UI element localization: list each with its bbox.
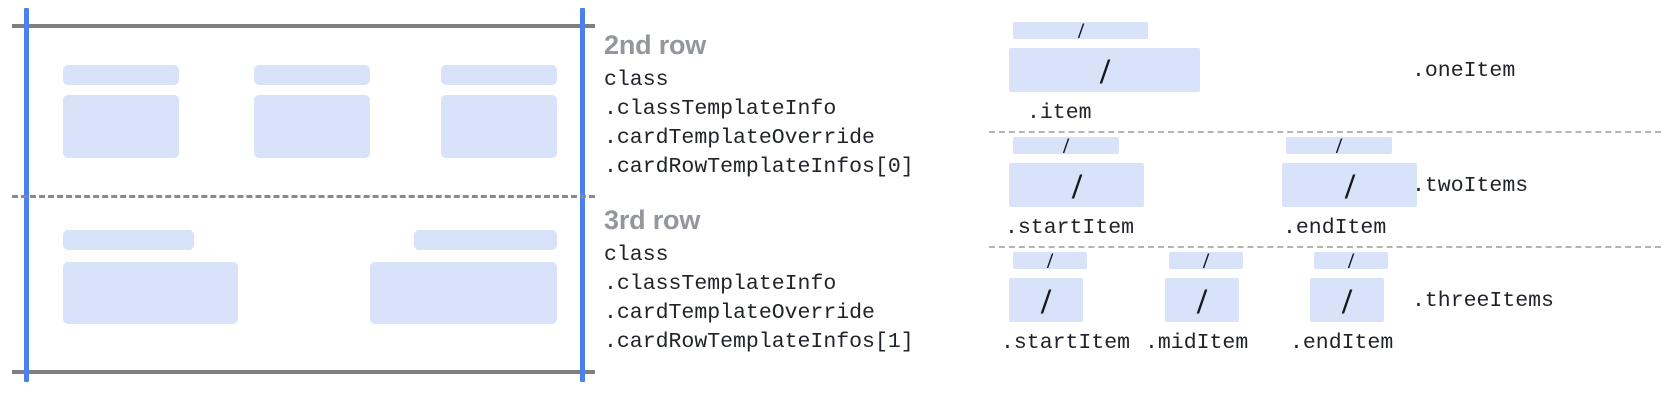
three-items-mid-big-slash: / <box>1196 281 1208 321</box>
item-group-separator-1 <box>989 131 1661 133</box>
three-items-start-big-slash: / <box>1040 281 1052 321</box>
two-items-group: / / .startItem / / .endItem .twoItems <box>985 133 1676 247</box>
third-row-cell2-label-bar <box>414 230 557 250</box>
second-row-cell3-label-bar <box>441 65 557 85</box>
one-item-group-label: .oneItem <box>1412 59 1516 83</box>
row-divider-dashed <box>12 195 595 198</box>
second-row-cell1-content-box <box>63 95 179 158</box>
two-items-end-small-slash: / <box>1335 133 1343 158</box>
one-item-big-chip: / <box>1009 48 1200 92</box>
three-items-end-small-slash: / <box>1347 248 1355 273</box>
second-row-code-line-1: .classTemplateInfo <box>604 97 837 121</box>
annotation-column: 2nd row class .classTemplateInfo .cardTe… <box>604 0 984 412</box>
second-row-title: 2nd row <box>604 30 707 60</box>
third-row-cell2-content-box <box>370 262 557 324</box>
two-items-start-big-slash: / <box>1071 166 1083 206</box>
three-items-end-small-chip: / <box>1314 248 1388 273</box>
second-row-code-line-0: class <box>604 68 669 92</box>
two-items-start-big-chip: / <box>1009 163 1144 207</box>
third-row-code-line-3: .cardRowTemplateInfos[1] <box>604 330 914 354</box>
third-row-cell1-content-box <box>63 262 238 324</box>
second-row-annotation: 2nd row class .classTemplateInfo .cardTe… <box>604 28 914 182</box>
two-items-group-label: .twoItems <box>1412 174 1529 198</box>
third-row-code-line-2: .cardTemplateOverride <box>604 301 875 325</box>
card-bottom-boundary-line <box>12 370 595 374</box>
item-group-separator-2 <box>989 246 1661 248</box>
two-items-end-small-chip: / <box>1286 133 1392 158</box>
three-items-group-label: .threeItems <box>1412 289 1554 313</box>
one-item-small-chip: / <box>1013 18 1148 43</box>
third-row-title: 3rd row <box>604 205 701 235</box>
three-items-end-label: .endItem <box>1290 331 1394 355</box>
one-item-big-slash: / <box>1099 51 1111 91</box>
three-items-start-small-slash: / <box>1046 248 1054 273</box>
third-row-code-line-0: class <box>604 243 669 267</box>
one-item-small-slash: / <box>1077 18 1085 43</box>
second-row-cell1-label-bar <box>63 65 179 85</box>
three-items-start-label: .startItem <box>1001 331 1131 355</box>
three-items-start-big-chip: / <box>1009 278 1083 322</box>
three-items-group: / / .startItem / / .midItem / <box>985 248 1676 362</box>
two-items-start-label: .startItem <box>1005 216 1135 240</box>
three-items-start-small-chip: / <box>1013 248 1087 273</box>
second-row-cell2-label-bar <box>254 65 370 85</box>
three-items-mid-big-chip: / <box>1165 278 1239 322</box>
card-top-boundary-line <box>12 24 595 28</box>
third-row-cell1-label-bar <box>63 230 194 250</box>
two-items-end-label: .endItem <box>1283 216 1387 240</box>
two-items-end-big-slash: / <box>1344 166 1356 206</box>
three-items-end-big-slash: / <box>1341 281 1353 321</box>
one-item-label: .item <box>1027 101 1092 125</box>
third-row-code-line-1: .classTemplateInfo <box>604 272 837 296</box>
second-row-code-line-3: .cardRowTemplateInfos[0] <box>604 155 914 179</box>
two-items-start-small-slash: / <box>1062 133 1070 158</box>
three-items-mid-small-slash: / <box>1202 248 1210 273</box>
second-row-code-line-2: .cardTemplateOverride <box>604 126 875 150</box>
two-items-end-big-chip: / <box>1282 163 1417 207</box>
second-row-cell3-content-box <box>441 95 557 158</box>
three-items-mid-label: .midItem <box>1145 331 1249 355</box>
one-item-group: / / .item .oneItem <box>985 18 1676 130</box>
third-row-annotation: 3rd row class .classTemplateInfo .cardTe… <box>604 203 914 357</box>
three-items-end-big-chip: / <box>1310 278 1384 322</box>
three-items-mid-small-chip: / <box>1169 248 1243 273</box>
card-row-layout-preview <box>0 0 600 412</box>
second-row-cell2-content-box <box>254 95 370 158</box>
item-variants-column: / / .item .oneItem / / .startItem <box>985 0 1676 412</box>
two-items-start-small-chip: / <box>1013 133 1119 158</box>
